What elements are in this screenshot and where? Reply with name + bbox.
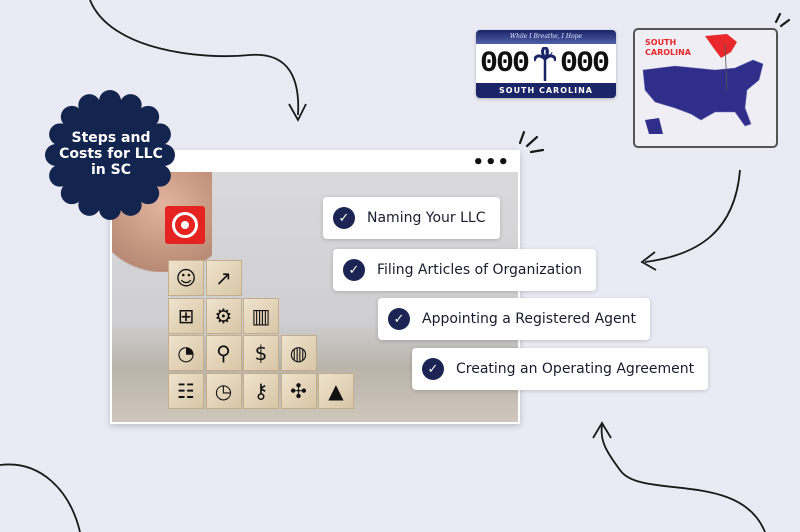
us-map-card: SOUTH CAROLINA (633, 28, 778, 148)
money-bag-icon: $ (243, 335, 279, 371)
check-circle-icon: ✓ (422, 358, 444, 380)
badge-scallop (119, 94, 142, 117)
us-map (642, 34, 764, 134)
step-filing-articles: ✓ Filing Articles of Organization (333, 249, 597, 291)
curve-bottom-left (0, 463, 81, 532)
menu-dots-icon[interactable]: ••• (472, 152, 510, 173)
badge-scallop (45, 144, 67, 166)
plate-number-left: 000 (480, 47, 530, 81)
target-cube (165, 206, 205, 244)
arrow-head (592, 421, 612, 439)
badge-scallop (137, 182, 160, 205)
curved-arrow-right (644, 169, 741, 263)
step-label: Filing Articles of Organization (377, 262, 583, 278)
badge-scallop (78, 193, 101, 216)
check-circle-icon: ✓ (343, 259, 365, 281)
arrow-head (640, 251, 657, 271)
license-plate: While I Breathe, I Hope 000 000 SOUTH CA… (476, 30, 616, 98)
clock-icon: ◷ (205, 372, 242, 409)
badge-scallop (148, 164, 171, 187)
line-chart-icon: ↗ (205, 260, 242, 296)
key-icon: ⚷ (243, 372, 279, 409)
puzzle-icon: ✣ (280, 372, 317, 409)
bar-chart-icon: ▥ (243, 297, 279, 334)
step-label: Appointing a Registered Agent (422, 311, 637, 327)
us-mainland (642, 59, 764, 127)
map-label: SOUTH CAROLINA (645, 38, 691, 57)
plate-number-right: 000 (560, 47, 610, 81)
step-registered-agent: ✓ Appointing a Registered Agent (378, 298, 651, 340)
badge-scallop (99, 198, 121, 220)
step-naming-llc: ✓ Naming Your LLC (323, 197, 500, 239)
plate-motto: While I Breathe, I Hope (476, 30, 616, 44)
spark-lines (518, 12, 791, 154)
flowchart-icon: ☷ (168, 372, 204, 409)
curved-arrow-bottom (600, 424, 766, 532)
badge-scallop (148, 123, 171, 146)
badge-scallop (60, 105, 83, 128)
badge-scallop (49, 164, 72, 187)
alaska (645, 118, 663, 134)
badge-scallop (153, 144, 175, 166)
badge-title: Steps and Costs for LLC in SC (59, 130, 163, 178)
badge-scallop (99, 90, 121, 112)
gear-idea-icon: ⚙ (205, 297, 242, 334)
badge-body (54, 99, 166, 211)
pyramid-icon: ▲ (318, 372, 354, 409)
curved-arrow-top (89, 0, 300, 116)
step-operating-agreement: ✓ Creating an Operating Agreement (412, 348, 709, 390)
badge-scallop (137, 105, 160, 128)
sc-highlight (705, 34, 737, 58)
check-circle-icon: ✓ (388, 308, 410, 330)
pointer-line (724, 43, 728, 91)
pie-chart-icon: ◔ (168, 335, 204, 371)
badge-scallop (60, 182, 83, 205)
badge-scallop (119, 193, 142, 216)
scalloped-badge (45, 90, 175, 220)
globe-icon: ◍ (280, 335, 317, 371)
businessman-idea-icon: ☺ (168, 260, 204, 296)
badge-scallop (78, 94, 101, 117)
palmetto-icon (534, 47, 556, 81)
check-circle-icon: ✓ (333, 207, 355, 229)
plate-state: SOUTH CAROLINA (476, 83, 616, 98)
arrow-head (288, 103, 307, 122)
badge-scallop (49, 123, 72, 146)
magnifier-icon: ⚲ (205, 335, 242, 371)
target-icon (172, 212, 198, 238)
step-label: Naming Your LLC (367, 210, 486, 226)
org-chart-icon: ⊞ (168, 297, 204, 334)
step-label: Creating an Operating Agreement (456, 361, 695, 377)
